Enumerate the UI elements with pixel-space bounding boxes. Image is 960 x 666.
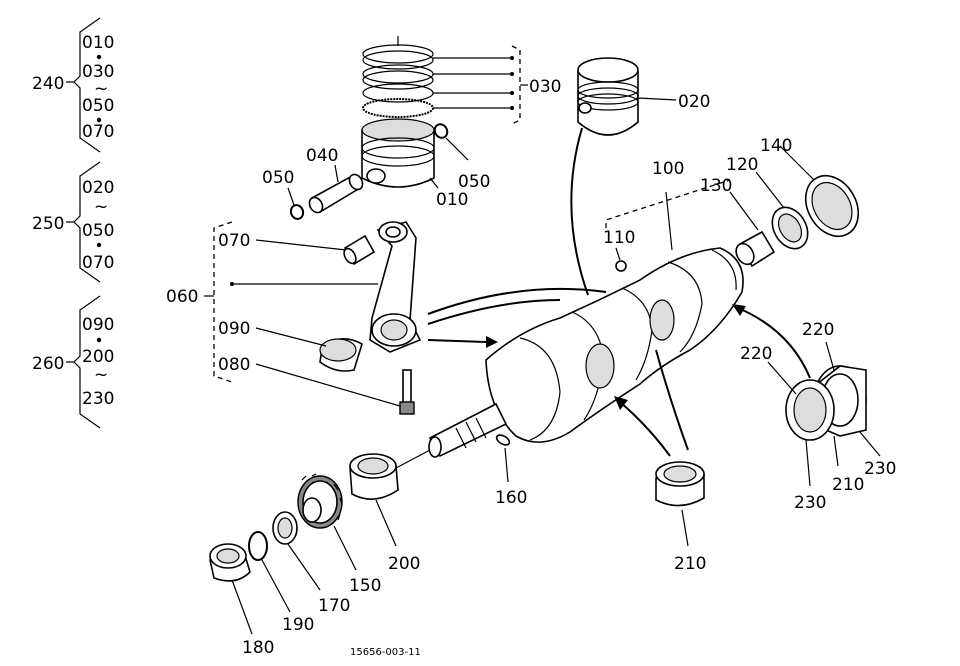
label-090: 090 bbox=[218, 319, 250, 339]
oil-seal-140 bbox=[804, 175, 860, 237]
range-tilde: ~ bbox=[94, 197, 108, 217]
separator-dot bbox=[96, 242, 102, 248]
group-240-label: 240 bbox=[32, 74, 64, 94]
bearing-120 bbox=[771, 206, 809, 250]
group-260-item-1: 090 bbox=[82, 315, 114, 335]
label-210-right: 210 bbox=[832, 475, 864, 495]
bearing-090 bbox=[319, 338, 363, 372]
plug-110 bbox=[615, 260, 627, 272]
label-040: 040 bbox=[306, 146, 338, 166]
arrow-piston-to-crank bbox=[570, 127, 589, 296]
label-230-bottom: 230 bbox=[794, 493, 826, 513]
circlip-050-left bbox=[289, 204, 305, 220]
arrow-rod-to-crank-2 bbox=[427, 299, 561, 325]
gear-150 bbox=[297, 473, 343, 529]
bearing-200 bbox=[349, 453, 399, 500]
label-070: 070 bbox=[218, 231, 250, 251]
piston-020 bbox=[577, 57, 639, 136]
label-200: 200 bbox=[388, 554, 420, 574]
label-030: 030 bbox=[529, 77, 561, 97]
label-050-right: 050 bbox=[458, 172, 490, 192]
label-020: 020 bbox=[678, 92, 710, 112]
separator-dot bbox=[96, 117, 102, 123]
range-tilde: ~ bbox=[94, 79, 108, 99]
group-240-item-1: 010 bbox=[82, 33, 114, 53]
collar-170 bbox=[272, 511, 298, 545]
oil-seal-180 bbox=[209, 543, 251, 582]
label-220-left: 220 bbox=[740, 344, 772, 364]
arrow-rod-to-crank-3 bbox=[427, 339, 487, 343]
group-240-item-3: 050 bbox=[82, 96, 114, 116]
separator-dot bbox=[96, 337, 102, 343]
label-230-right: 230 bbox=[864, 459, 896, 479]
label-140: 140 bbox=[760, 136, 792, 156]
group-260: 260 090 200 ~ 230 bbox=[32, 295, 114, 429]
drawing-number: 15656-003-11 bbox=[350, 647, 421, 658]
group-260-label: 260 bbox=[32, 354, 64, 374]
o-ring-190 bbox=[248, 531, 268, 561]
crankshaft-100 bbox=[428, 247, 744, 458]
label-170: 170 bbox=[318, 596, 350, 616]
arrow-210-to-crank-2 bbox=[619, 401, 671, 457]
range-tilde: ~ bbox=[94, 365, 108, 385]
group-250-item-2: 050 bbox=[82, 221, 114, 241]
bushing-070 bbox=[343, 234, 376, 266]
group-240-item-2: 030 bbox=[82, 62, 114, 82]
group-250-item-3: 070 bbox=[82, 253, 114, 273]
label-100: 100 bbox=[652, 159, 684, 179]
label-150: 150 bbox=[349, 576, 381, 596]
label-110: 110 bbox=[603, 228, 635, 248]
label-120: 120 bbox=[726, 155, 758, 175]
bolt-080 bbox=[399, 369, 415, 415]
group-250: 250 020 ~ 050 070 bbox=[32, 161, 114, 283]
label-160: 160 bbox=[495, 488, 527, 508]
group-260-item-3: 230 bbox=[82, 389, 114, 409]
group-250-label: 250 bbox=[32, 214, 64, 234]
piston-rings bbox=[362, 36, 434, 118]
bearing-case-220 bbox=[785, 365, 867, 441]
key-160 bbox=[495, 434, 511, 446]
label-060: 060 bbox=[166, 287, 198, 307]
piston-010 bbox=[361, 118, 435, 188]
group-240: 240 010 030 ~ 050 070 bbox=[32, 17, 114, 153]
bearing-210 bbox=[655, 461, 705, 507]
label-220-top: 220 bbox=[802, 320, 834, 340]
group-250-item-1: 020 bbox=[82, 178, 114, 198]
connecting-rod-060 bbox=[369, 221, 422, 353]
arrow-210-to-crank-1 bbox=[655, 349, 689, 451]
bushing-130 bbox=[735, 230, 776, 268]
label-210-bottom: 210 bbox=[674, 554, 706, 574]
group-260-item-2: 200 bbox=[82, 347, 114, 367]
label-190: 190 bbox=[282, 615, 314, 635]
ring-leaders bbox=[433, 45, 528, 125]
separator-dot bbox=[96, 54, 102, 60]
circlip-050-right bbox=[433, 123, 449, 139]
group-240-item-4: 070 bbox=[82, 122, 114, 142]
label-050-left: 050 bbox=[262, 168, 294, 188]
label-080: 080 bbox=[218, 355, 250, 375]
label-010: 010 bbox=[436, 190, 468, 210]
arrow-case-to-crank bbox=[737, 307, 811, 379]
label-180: 180 bbox=[242, 638, 274, 658]
piston-pin-040 bbox=[308, 173, 364, 214]
label-130: 130 bbox=[700, 176, 732, 196]
arrow-rod-to-crank-1 bbox=[427, 287, 607, 315]
